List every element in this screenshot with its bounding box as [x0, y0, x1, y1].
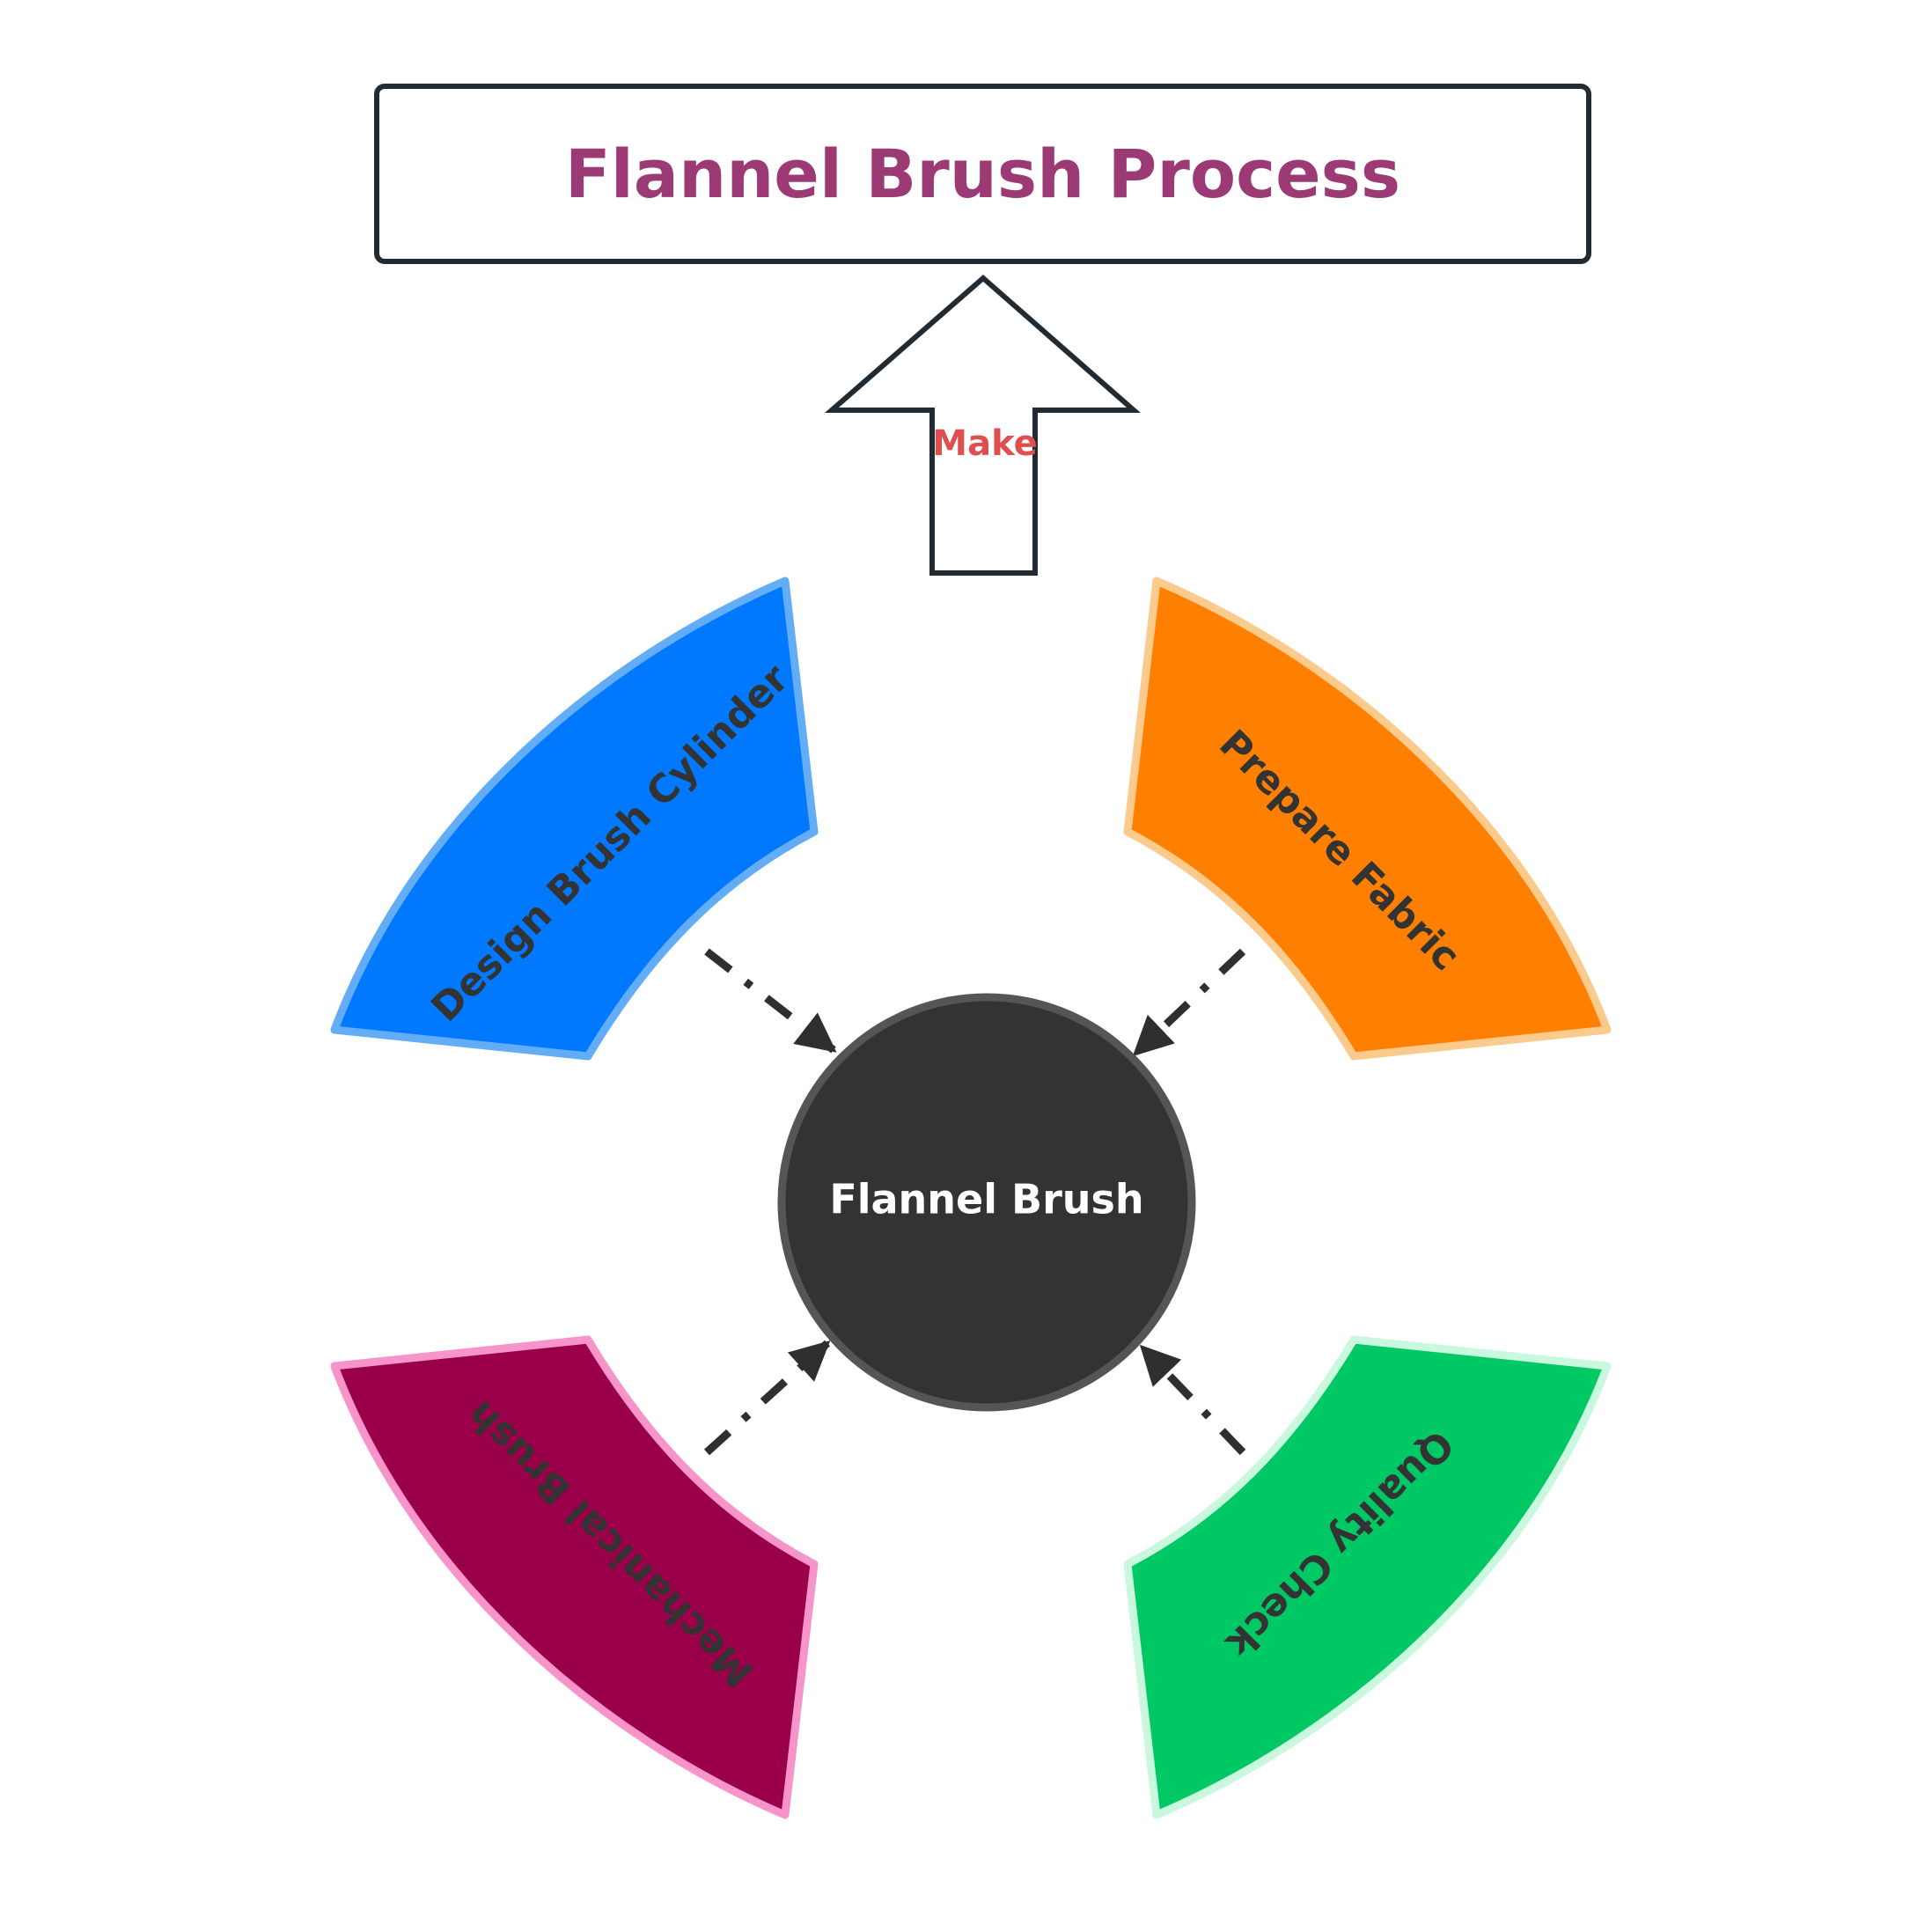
segment-mechanical-brush	[330, 1335, 819, 1819]
diagram-title: Flannel Brush Process	[564, 135, 1401, 213]
connector-prepare-to-center	[1132, 948, 1246, 1057]
title-box: Flannel Brush Process	[374, 84, 1591, 264]
center-node	[777, 993, 1196, 1412]
connector-design-to-center	[704, 948, 837, 1054]
up-arrow	[824, 275, 1141, 576]
segment-quality-check	[1123, 1335, 1612, 1819]
center-label: Flannel Brush	[829, 1176, 1143, 1223]
connector-quality-to-center	[1139, 1344, 1246, 1456]
connector-mechanical-to-center	[703, 1340, 831, 1456]
segment-prepare-fabric	[1123, 577, 1612, 1061]
arrow-label: Make	[932, 423, 1037, 464]
segment-design-brush-cylinder	[330, 577, 819, 1061]
